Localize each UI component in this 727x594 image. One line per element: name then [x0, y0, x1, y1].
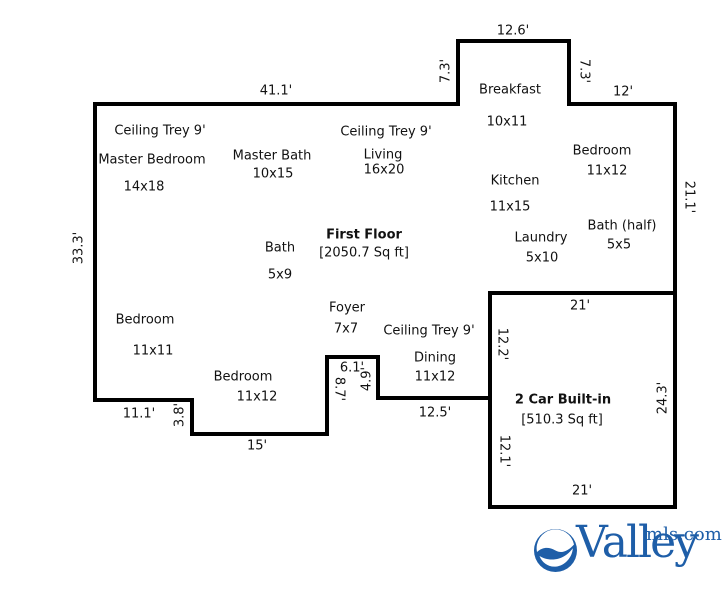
dimension-label-6-1: 6.1': [339, 360, 365, 376]
room-label-ceiling-trey-9: Ceiling Trey 9': [340, 124, 432, 140]
dimension-label-12: 12': [612, 84, 634, 100]
room-label-5x10: 5x10: [525, 250, 559, 266]
valleymls-wordmark: Valley: [576, 517, 699, 568]
room-label-master-bath: Master Bath: [232, 148, 312, 164]
dimension-label-21-1: 21.1': [681, 180, 697, 214]
room-label-11x12: 11x12: [236, 389, 278, 405]
room-label-11x12: 11x12: [414, 369, 456, 385]
dimension-label-15: 15': [246, 438, 268, 454]
room-label-11x15: 11x15: [489, 199, 531, 215]
valleymls-logo-icon: [534, 529, 577, 572]
room-label-breakfast: Breakfast: [479, 82, 541, 98]
garage-outline: [488, 291, 677, 509]
room-label-bath: Bath: [264, 240, 296, 256]
room-label-5x9: 5x9: [267, 267, 293, 283]
dimension-label-4-9: 4.9': [359, 366, 375, 392]
room-label-ceiling-trey-9: Ceiling Trey 9': [383, 323, 475, 339]
room-label-foyer: Foyer: [328, 300, 366, 316]
dimension-label-24-3: 24.3': [655, 381, 671, 415]
dimension-label-7-3: 7.3': [438, 58, 454, 84]
dimension-label-8-7: 8.7': [331, 376, 347, 402]
room-label-2-car-built-in: 2 Car Built-in: [514, 392, 612, 408]
dimension-label-12-6: 12.6': [496, 23, 530, 39]
dimension-label-12-2: 12.2': [494, 327, 510, 361]
room-label-first-floor: First Floor: [326, 227, 402, 243]
room-label-bedroom: Bedroom: [115, 312, 175, 328]
room-label-ceiling-trey-9: Ceiling Trey 9': [114, 123, 206, 139]
room-label-7x7: 7x7: [333, 321, 359, 337]
room-label-laundry: Laundry: [514, 230, 568, 246]
dimension-label-12-5: 12.5': [418, 405, 452, 421]
room-label-bath-half: Bath (half): [587, 218, 657, 234]
room-label-bedroom: Bedroom: [213, 369, 273, 385]
dimension-label-12-1: 12.1': [496, 434, 512, 468]
dimension-label-3-8: 3.8': [172, 402, 188, 428]
valleymls-domain: mls.com: [646, 524, 722, 545]
room-label-11x12: 11x12: [586, 163, 628, 179]
room-label-dining: Dining: [414, 350, 456, 366]
room-label-living: Living: [363, 147, 403, 163]
room-label-10x15: 10x15: [252, 166, 294, 182]
room-label-510-3-sq-ft: [510.3 Sq ft]: [521, 412, 603, 428]
room-label-16x20: 16x20: [363, 162, 405, 178]
room-label-master-bedroom: Master Bedroom: [98, 152, 206, 168]
dimension-label-41-1: 41.1': [259, 83, 293, 99]
room-label-2050-7-sq-ft: [2050.7 Sq ft]: [319, 245, 409, 261]
dimension-label-7-3: 7.3': [576, 58, 592, 84]
room-label-kitchen: Kitchen: [490, 173, 540, 189]
room-label-5x5: 5x5: [606, 237, 632, 253]
room-label-14x18: 14x18: [123, 179, 165, 195]
valleymls-logo: Valley mls.com: [532, 517, 727, 581]
dimension-label-21: 21': [571, 483, 593, 499]
dimension-label-33-3: 33.3': [71, 231, 87, 265]
room-label-10x11: 10x11: [486, 114, 528, 130]
room-label-bedroom: Bedroom: [572, 143, 632, 159]
dimension-label-21: 21': [569, 298, 591, 314]
dimension-label-11-1: 11.1': [122, 406, 156, 422]
room-label-11x11: 11x11: [132, 343, 174, 359]
